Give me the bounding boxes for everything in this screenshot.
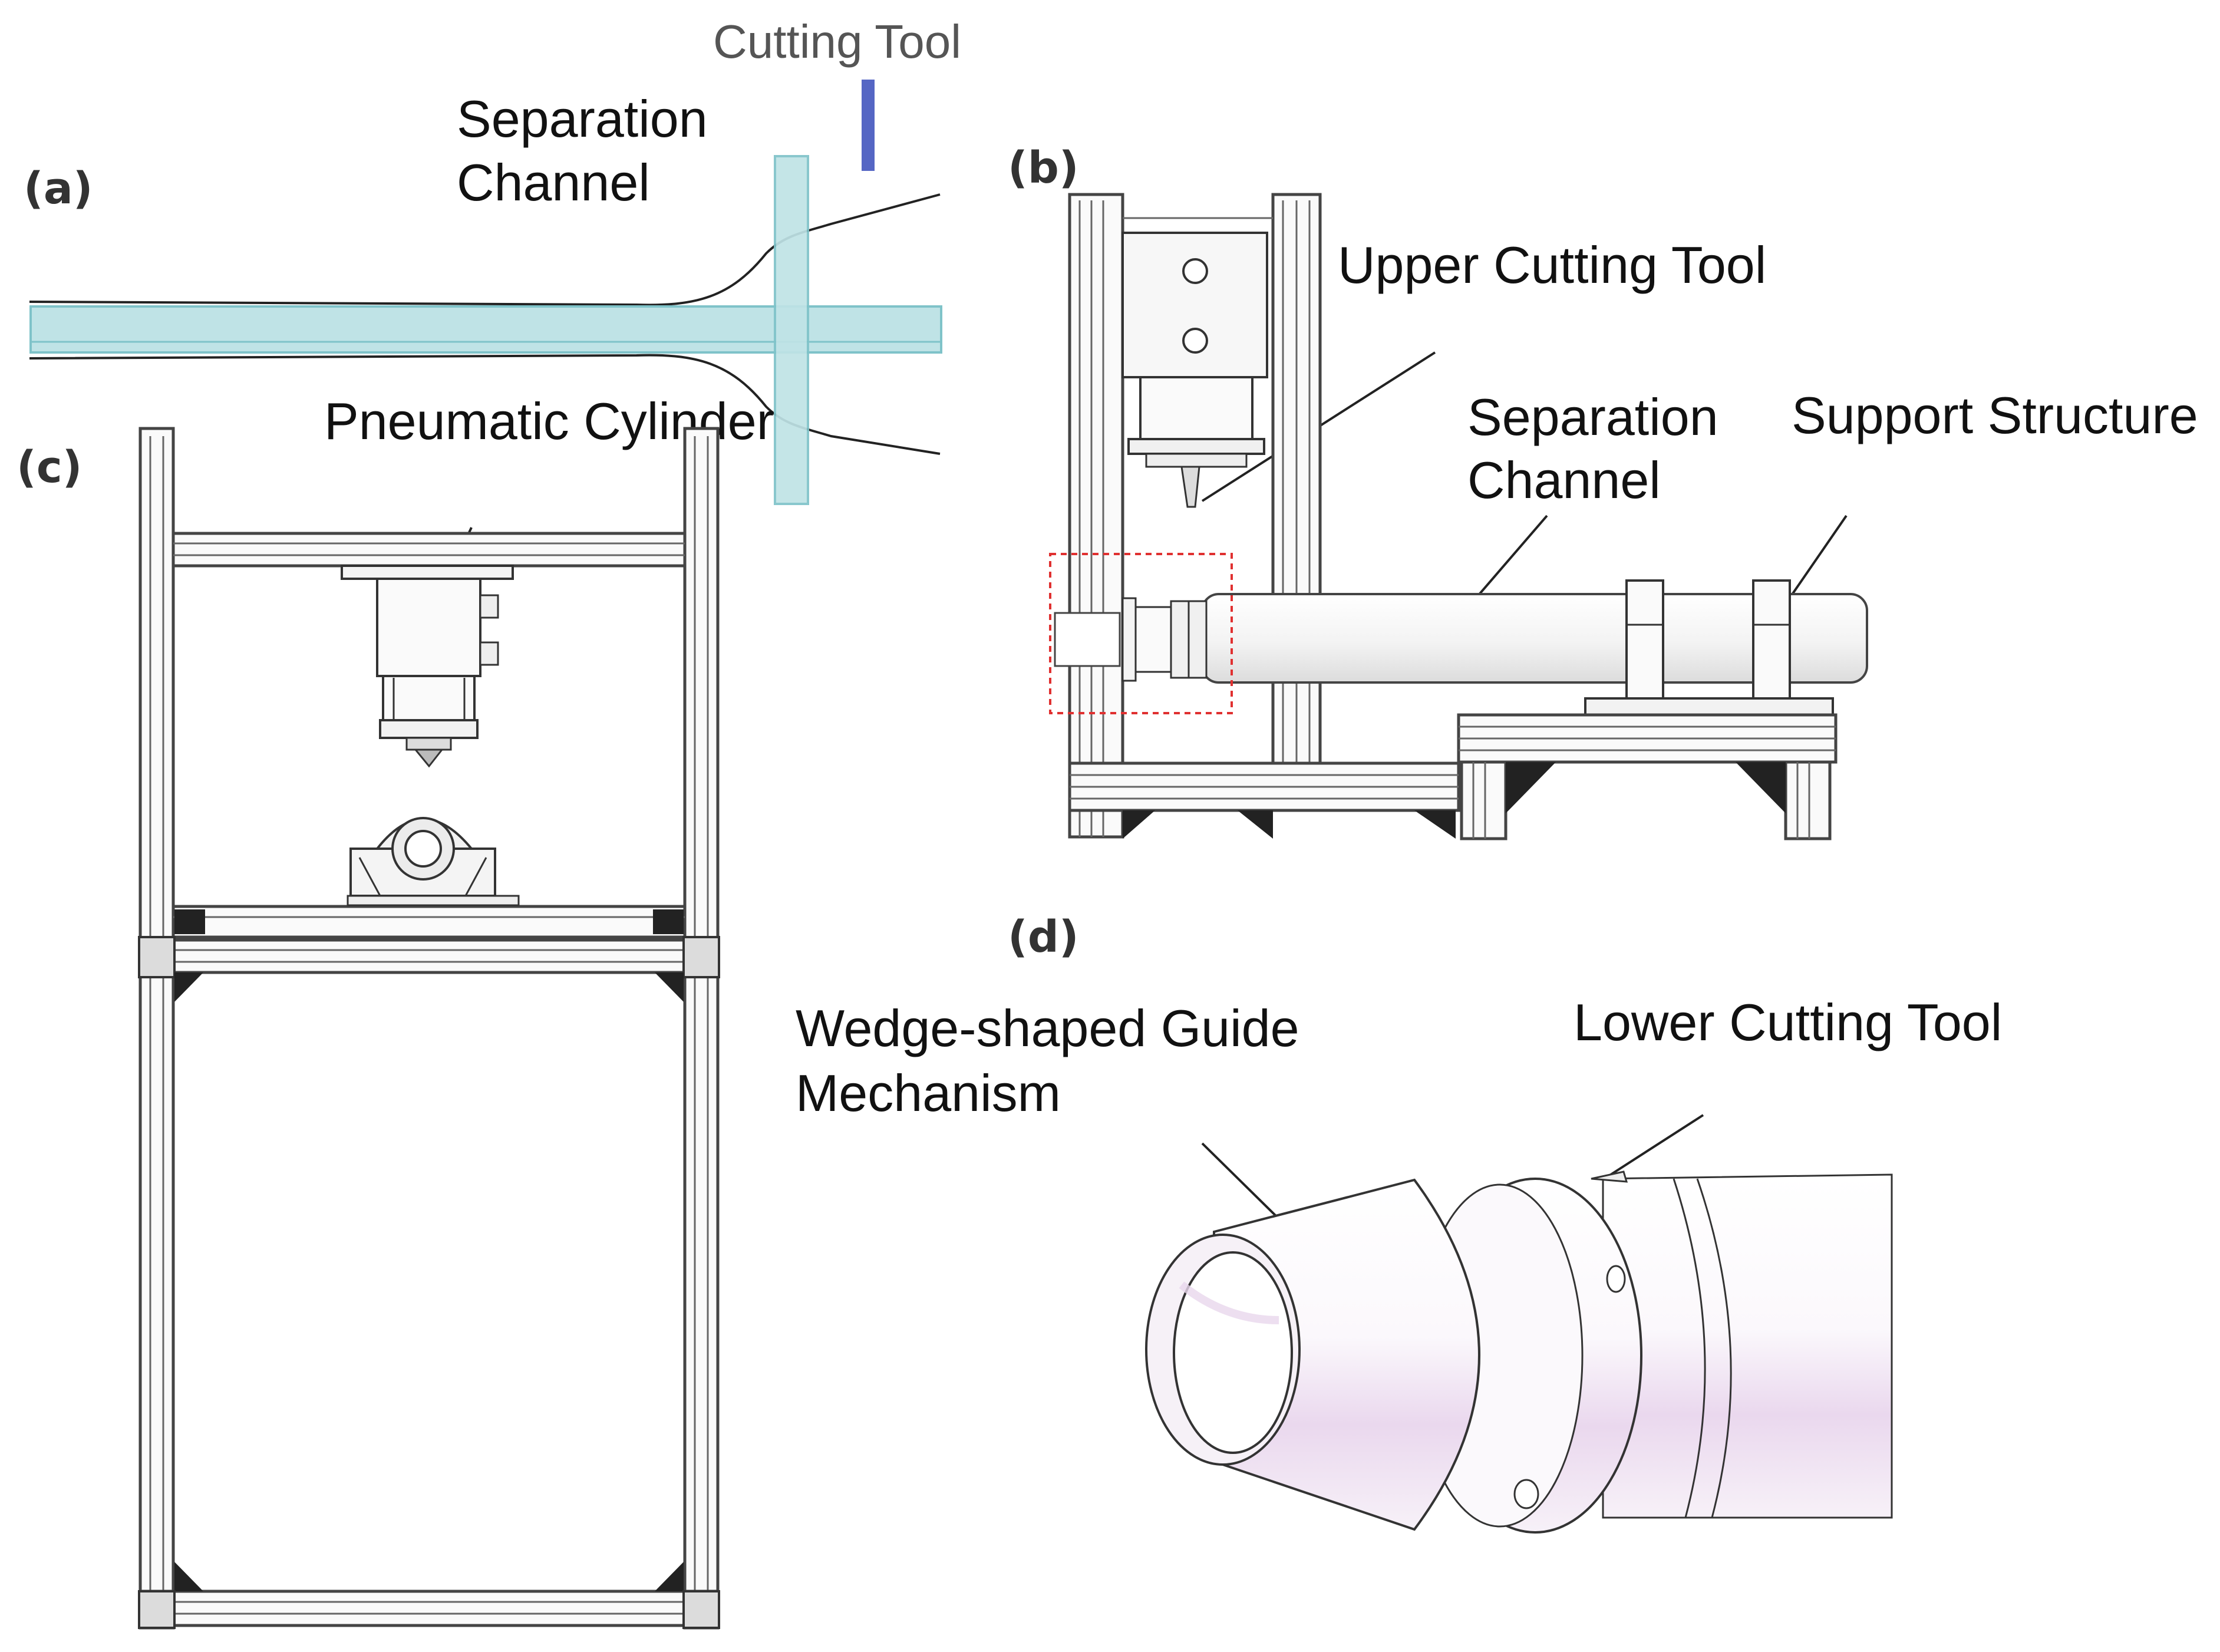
panel-a: (a) Separation Channel Cutting Tool <box>24 15 961 505</box>
separation-channel-label-b-line2: Channel <box>1467 451 1661 509</box>
panel-c-tag: (c) <box>17 442 83 493</box>
support-clamps <box>1584 579 1834 716</box>
separation-channel-label-a-line2: Channel <box>457 153 650 212</box>
frame-middle-beam <box>138 905 720 1002</box>
panel-b-tag: (b) <box>1008 143 1079 193</box>
support-structure-label: Support Structure <box>1792 386 2198 444</box>
panel-c: (c) Pneumatic Cylinder <box>17 392 774 1630</box>
support-structure-leader <box>1790 515 1848 596</box>
b-base-frame <box>1068 713 1838 840</box>
frame-top-beam <box>171 532 687 568</box>
separation-channel-label-b-line1: Separation <box>1467 388 1718 446</box>
separation-channel-leader-b <box>1472 515 1548 602</box>
wedge-guide-label-line2: Mechanism <box>796 1064 1061 1122</box>
upper-cutting-tool-label: Upper Cutting Tool <box>1338 236 1766 294</box>
panel-a-tag: (a) <box>24 163 93 214</box>
detail-highlight-box <box>1049 553 1233 714</box>
lower-tube-holder <box>347 817 520 906</box>
frame-bottom-beam <box>138 1562 720 1629</box>
panel-b: (b) Upper Cutting Tool Separation Channe… <box>1008 143 2198 840</box>
wedge-shaped-guide <box>1145 1178 1480 1531</box>
lower-cutting-tool-label: Lower Cutting Tool <box>1574 993 2002 1051</box>
lower-cutting-tool-leader <box>1608 1114 1704 1177</box>
cutter-slab <box>774 155 809 505</box>
upper-cutting-tool <box>1121 232 1268 508</box>
frame-left-post <box>138 427 175 1630</box>
b-separation-channel <box>1054 593 1868 684</box>
cutting-tool-bar <box>862 80 875 171</box>
separation-channel-label-a-line1: Separation <box>457 90 708 148</box>
panel-d-tag: (d) <box>1008 912 1079 962</box>
pneumatic-cylinder <box>341 565 514 768</box>
panel-d: (d) Wedge-shaped Guide Mechanism Lower C… <box>796 912 2002 1534</box>
wedge-guide-label-line1: Wedge-shaped Guide <box>796 999 1299 1057</box>
frame-right-post <box>683 427 720 1630</box>
cutting-tool-label: Cutting Tool <box>713 15 961 68</box>
